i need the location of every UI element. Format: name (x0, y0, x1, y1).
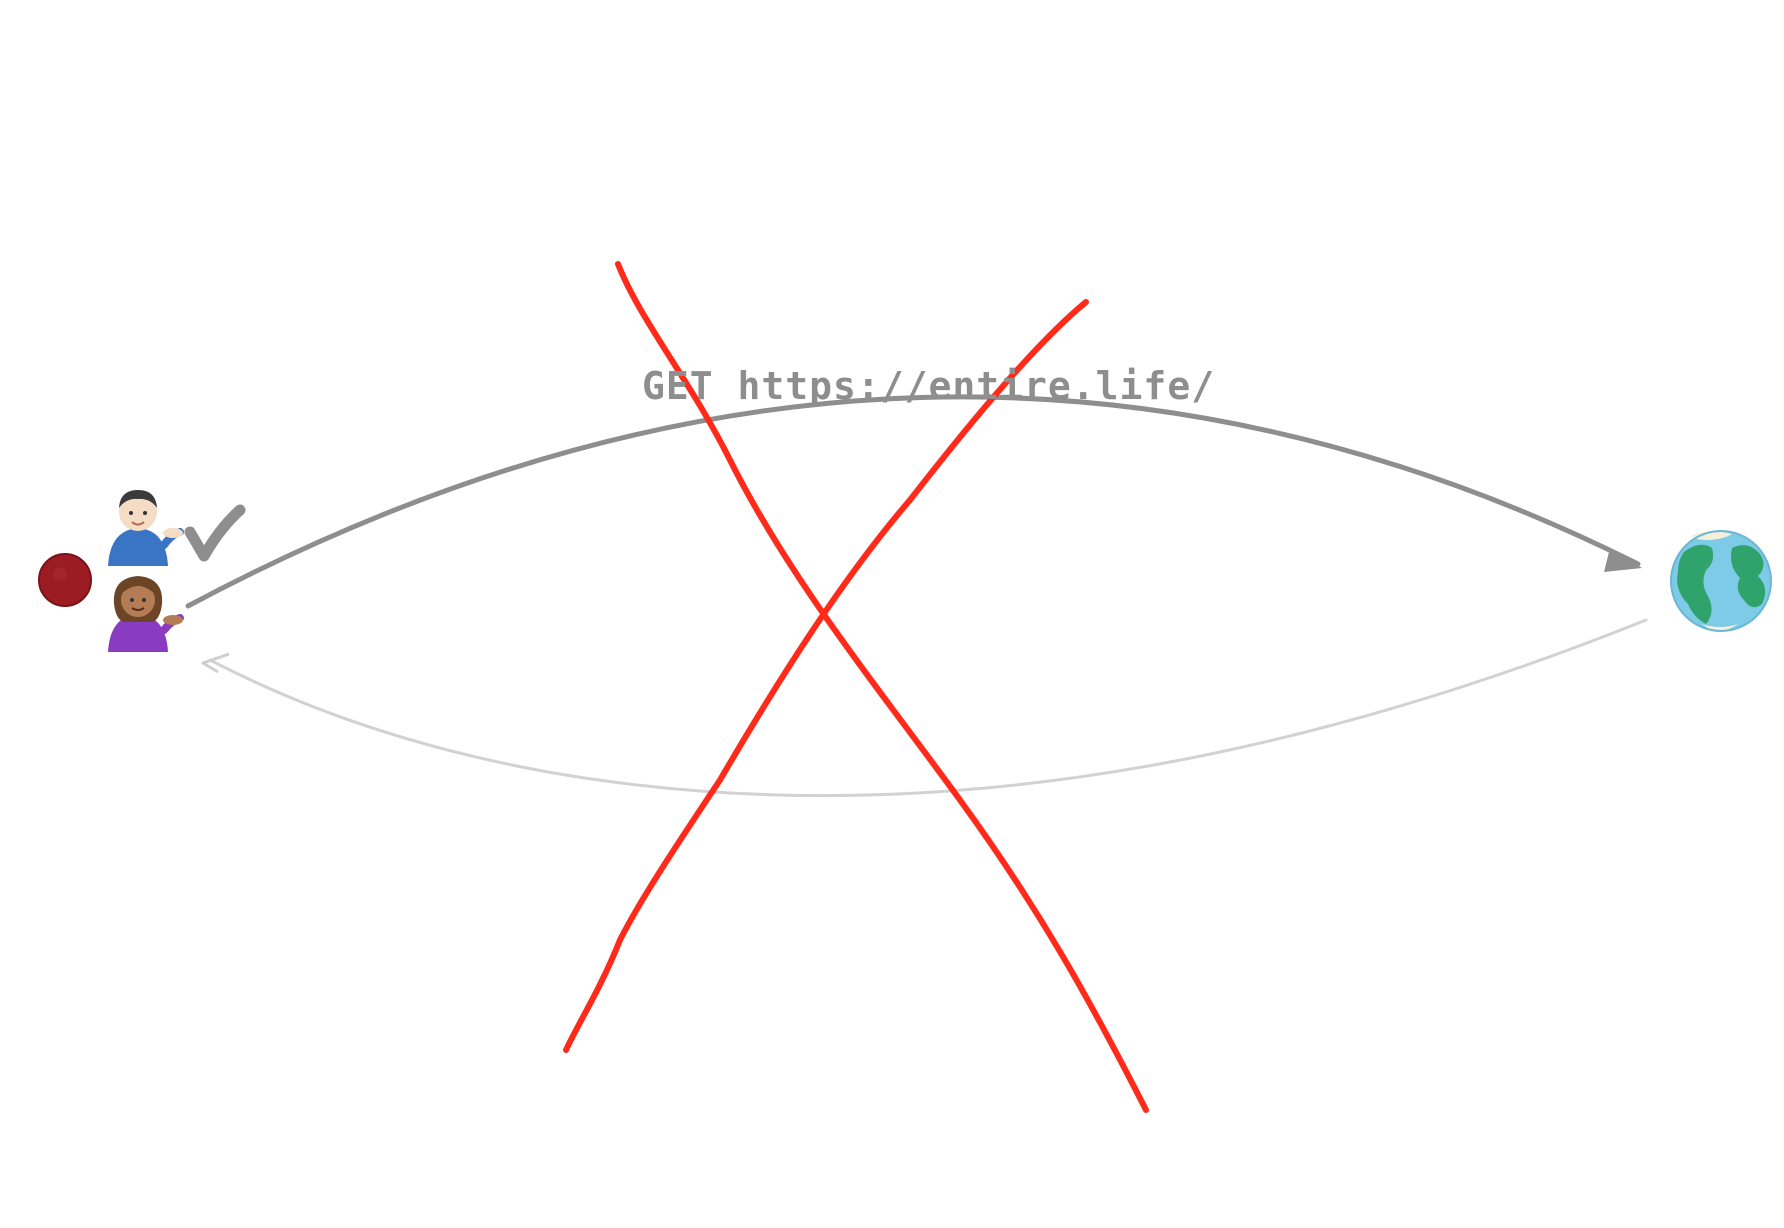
red-record-dot-icon (38, 553, 92, 607)
request-label: GET https://entire.life/ (642, 364, 1216, 408)
cross-out-mark (563, 261, 1149, 1113)
response-arrow (201, 618, 1648, 798)
request-arrowhead (1604, 548, 1642, 572)
cross-out-stroke-1 (615, 261, 1149, 1113)
woman-tipping-hand-icon (108, 576, 184, 652)
globe-earth-icon (1670, 530, 1772, 632)
response-arrowhead (201, 652, 230, 674)
check-mark-icon (184, 504, 246, 562)
request-arrow (185, 394, 1642, 609)
cross-out-stroke-2 (563, 299, 1089, 1053)
man-tipping-hand-icon (108, 490, 184, 566)
